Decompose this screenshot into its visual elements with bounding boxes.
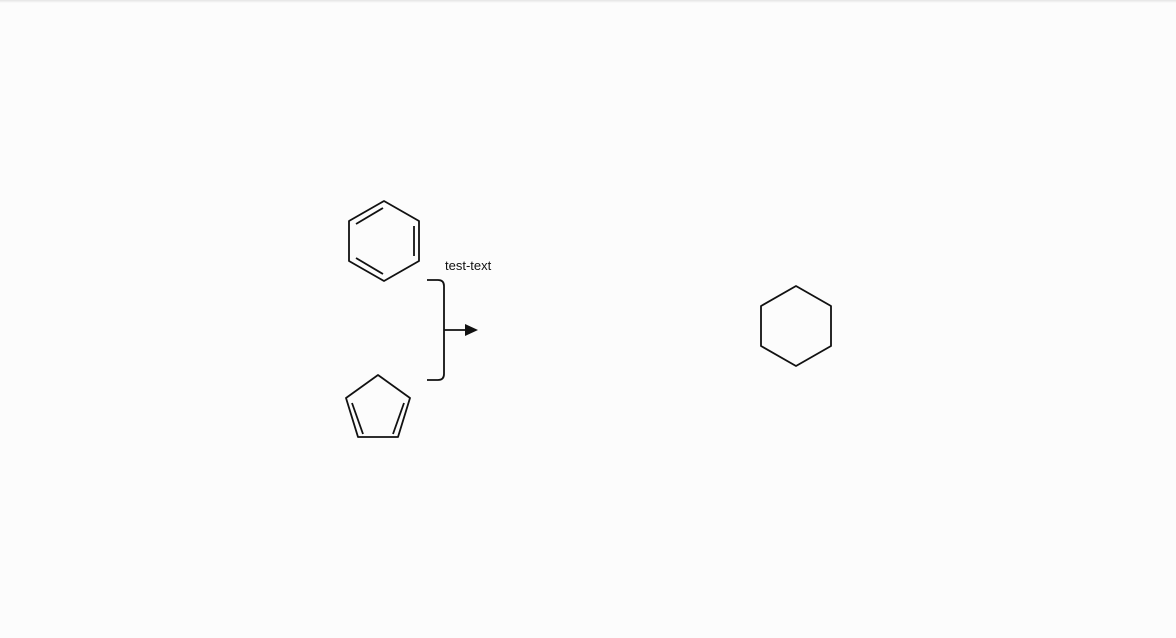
reaction-arrow[interactable] bbox=[444, 324, 478, 336]
reactant-bracket bbox=[427, 279, 445, 381]
benzene-double-bond bbox=[355, 207, 384, 225]
benzene-double-bond bbox=[355, 257, 384, 275]
reaction-label[interactable]: test-text bbox=[445, 258, 492, 273]
arrow-head-icon bbox=[465, 324, 478, 336]
cyclohexane-ring bbox=[760, 285, 832, 367]
benzene-ring bbox=[348, 200, 420, 282]
cyclopentadiene-ring bbox=[345, 374, 411, 438]
benzene-molecule[interactable] bbox=[348, 200, 420, 282]
toolbar-edge bbox=[0, 0, 1176, 3]
cyclopentadiene-double-bond bbox=[351, 402, 364, 435]
cyclopentadiene-double-bond bbox=[392, 402, 405, 435]
cyclopentadiene-molecule[interactable] bbox=[345, 374, 411, 438]
cyclohexane-molecule[interactable] bbox=[760, 285, 832, 367]
